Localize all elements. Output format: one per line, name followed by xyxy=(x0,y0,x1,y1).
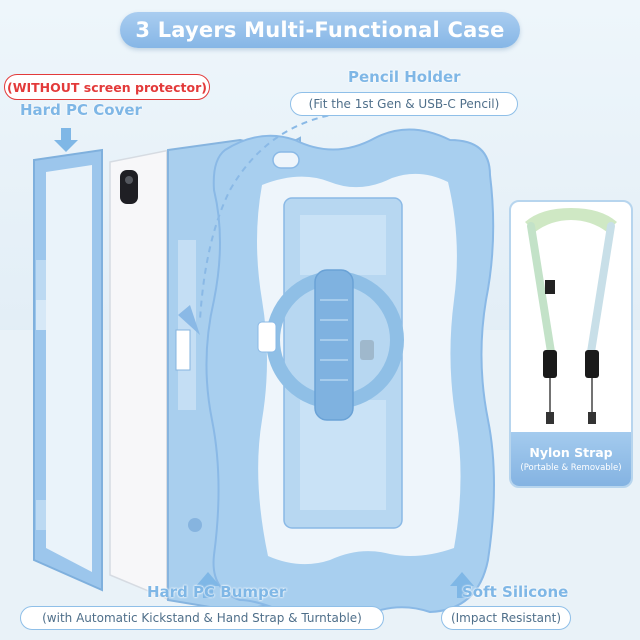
soft-silicone-illustration xyxy=(205,128,495,624)
pencil-holder-slot xyxy=(272,151,300,169)
pencil-holder-dashed-arrow xyxy=(199,111,351,321)
arrow-up-icon xyxy=(196,572,220,598)
hard-pc-cover-label: Hard PC Cover xyxy=(20,101,142,119)
nylon-strap-card: Nylon Strap (Portable & Removable) xyxy=(509,200,633,488)
arrow-up-icon xyxy=(450,572,474,598)
arrow-head-icon xyxy=(178,305,200,335)
page-title: 3 Layers Multi-Functional Case xyxy=(120,12,520,48)
soft-silicone-label: Soft Silicone xyxy=(462,583,569,601)
nylon-strap-label: Nylon Strap xyxy=(529,445,613,460)
hand-strap xyxy=(314,269,354,421)
pencil-holder-note: (Fit the 1st Gen & USB-C Pencil) xyxy=(290,92,518,116)
pencil-holder-label: Pencil Holder xyxy=(348,68,461,86)
hard-pc-cover-illustration xyxy=(33,148,103,592)
soft-silicone-note: (Impact Resistant) xyxy=(441,606,571,630)
ipad-illustration xyxy=(109,149,176,602)
nylon-strap-label-box: Nylon Strap (Portable & Removable) xyxy=(511,432,631,486)
arrow-down-icon xyxy=(54,128,78,152)
hard-pc-bumper-note: (with Automatic Kickstand & Hand Strap &… xyxy=(20,606,384,630)
nylon-strap-illustration xyxy=(525,208,617,424)
warning-badge: (WITHOUT screen protector) xyxy=(4,74,210,100)
hard-pc-bumper-label: Hard PC Bumper xyxy=(147,583,287,601)
nylon-strap-note: (Portable & Removable) xyxy=(520,463,622,473)
camera-module xyxy=(120,170,138,204)
